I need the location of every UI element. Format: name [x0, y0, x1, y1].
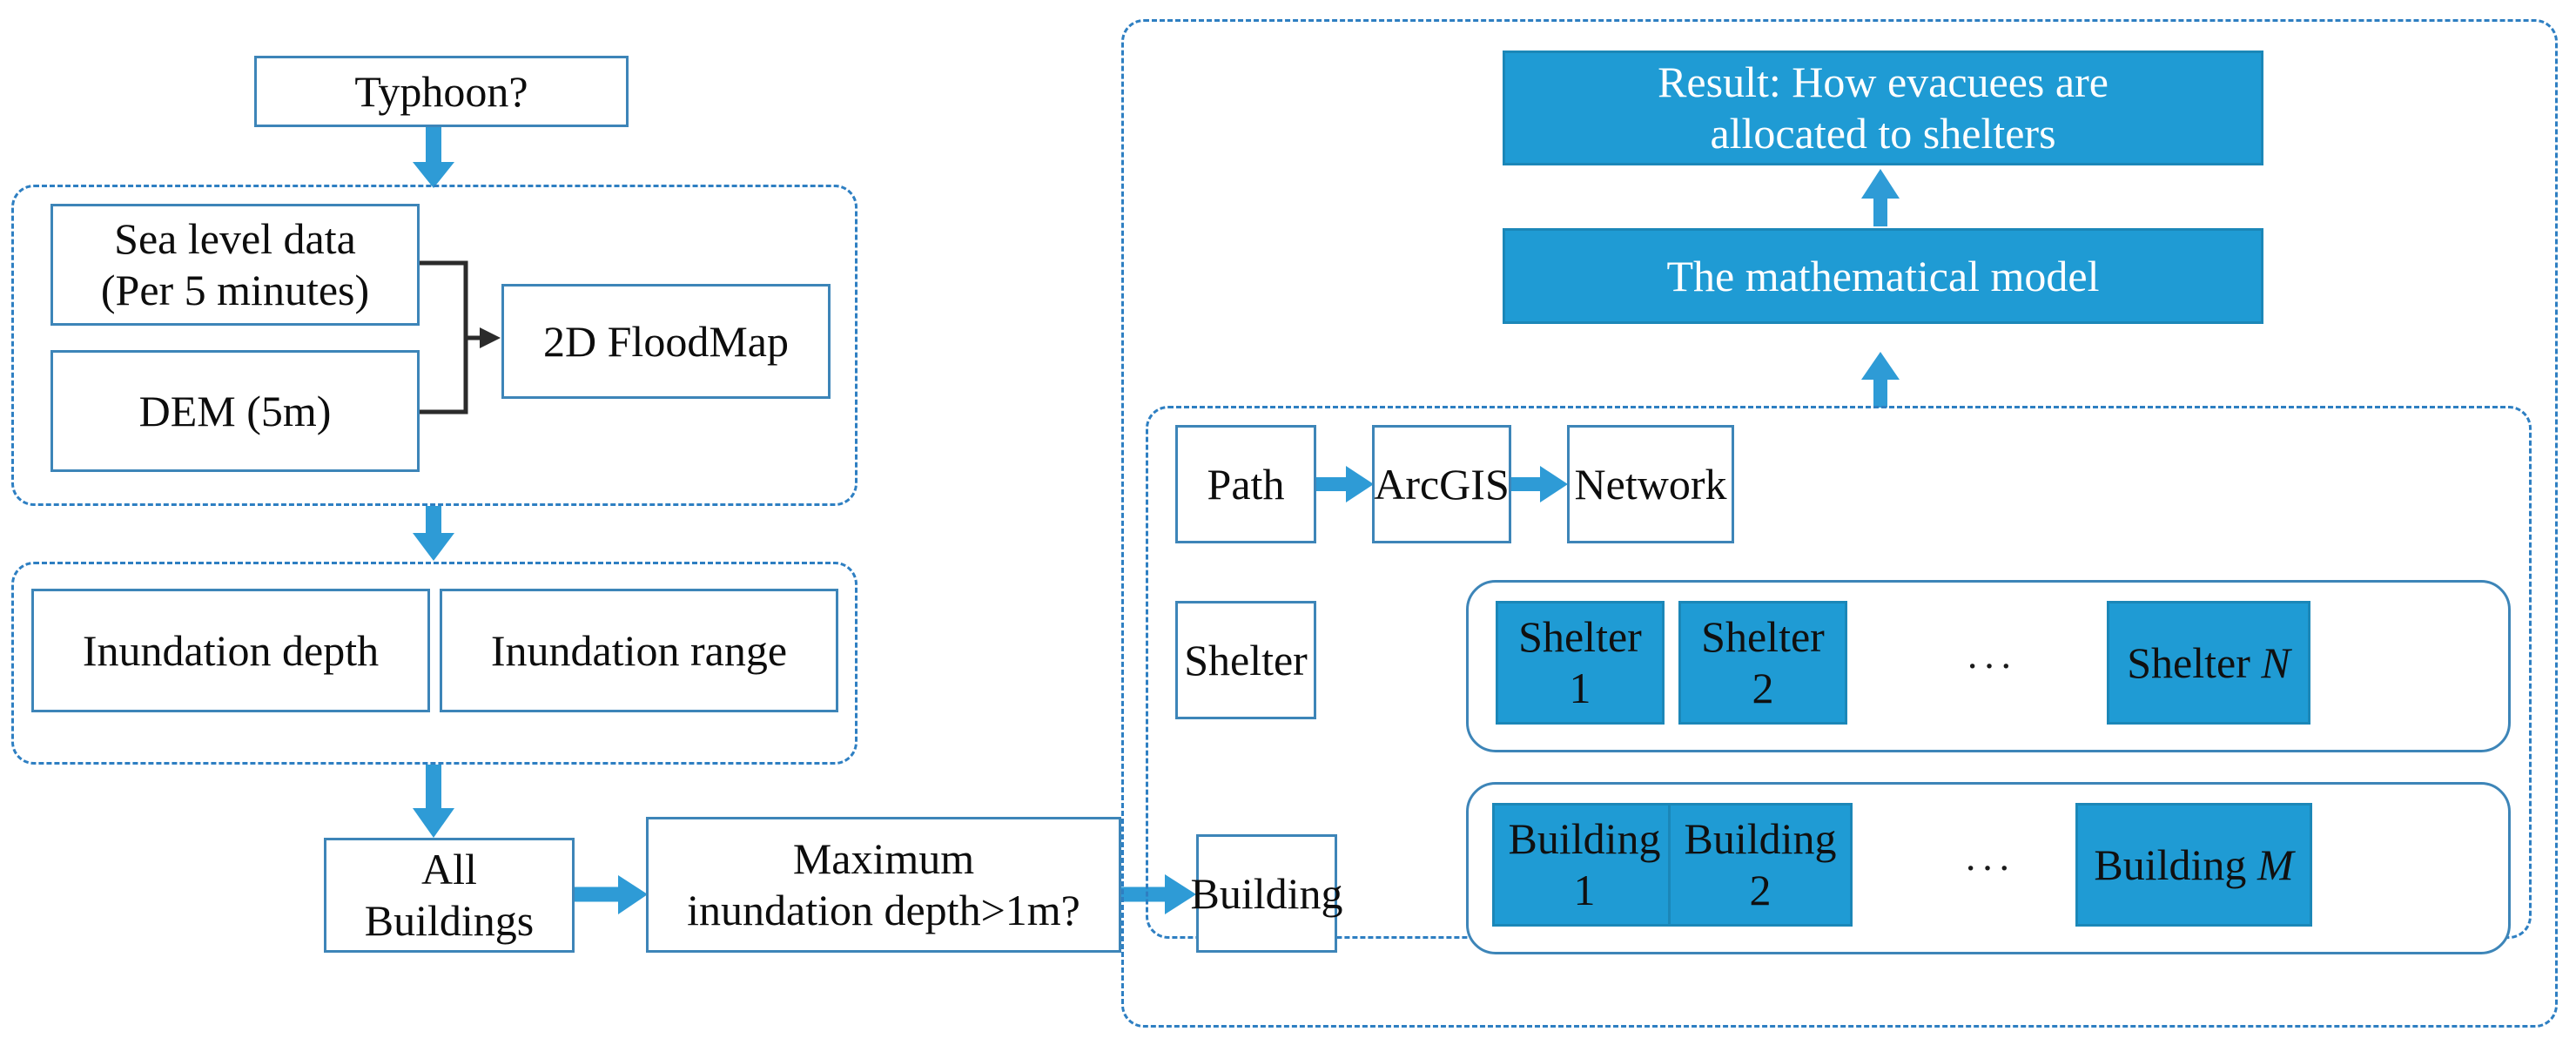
- shelter-row-ellipsis: ···: [1966, 644, 2016, 688]
- node-typhoon-label: Typhoon?: [354, 66, 528, 116]
- group-flood-simulation: [11, 185, 858, 506]
- node-inundation-range[interactable]: Inundation range: [440, 589, 838, 712]
- node-building-label[interactable]: Building: [1190, 834, 1343, 953]
- node-network[interactable]: Network: [1567, 425, 1734, 543]
- node-dem[interactable]: DEM (5m): [50, 350, 420, 472]
- node-shelter-label-text: Shelter: [1184, 635, 1308, 684]
- node-max-inundation-question[interactable]: Maximum inundation depth>1m?: [646, 817, 1121, 953]
- node-shelter-n-label: Shelter N: [2127, 637, 2290, 687]
- node-shelter-n[interactable]: Shelter N: [2107, 601, 2310, 725]
- arrow-typhoon-to-data: [413, 127, 454, 188]
- node-arcgis-label: ArcGIS: [1374, 459, 1510, 509]
- group-model: [1121, 19, 2558, 1028]
- node-building-m[interactable]: Building M: [2075, 803, 2312, 927]
- node-inundation-depth[interactable]: Inundation depth: [31, 589, 430, 712]
- node-path-label: Path: [1207, 459, 1285, 509]
- group-inundation-results: [11, 562, 858, 765]
- node-all-buildings-line1: All: [421, 845, 477, 893]
- node-shelter-2-label: Shelter 2: [1701, 612, 1825, 712]
- arrow-buildings-to-question: [575, 875, 648, 914]
- node-building-m-label: Building M: [2094, 839, 2294, 889]
- node-2d-floodmap[interactable]: 2D FloodMap: [501, 284, 831, 399]
- node-shelter-2[interactable]: Shelter 2: [1678, 601, 1847, 725]
- node-building-2[interactable]: Building 2: [1668, 803, 1853, 927]
- node-building-2-label: Building 2: [1684, 814, 1837, 914]
- node-shelter-1[interactable]: Shelter 1: [1496, 601, 1665, 725]
- node-arcgis[interactable]: ArcGIS: [1372, 425, 1511, 543]
- node-inundation-depth-label: Inundation depth: [82, 625, 380, 675]
- node-sea-level-data-line1: Sea level data: [114, 214, 356, 263]
- node-max-inundation-question-line2: inundation depth>1m?: [687, 886, 1080, 934]
- node-sea-level-data[interactable]: Sea level data (Per 5 minutes): [50, 204, 420, 326]
- node-typhoon[interactable]: Typhoon?: [254, 56, 629, 127]
- node-max-inundation-question-line1: Maximum: [792, 834, 975, 883]
- node-building-1[interactable]: Building 1: [1492, 803, 1677, 927]
- arrow-inundation-to-buildings: [413, 765, 454, 838]
- node-sea-level-data-line2: (Per 5 minutes): [100, 266, 370, 314]
- building-row-ellipsis: ···: [1964, 846, 2014, 890]
- node-shelter-label[interactable]: Shelter: [1175, 601, 1316, 719]
- node-mathematical-model-label: The mathematical model: [1666, 251, 2100, 300]
- node-dem-label: DEM (5m): [138, 386, 332, 435]
- node-inundation-range-label: Inundation range: [490, 625, 788, 675]
- node-result-line2: allocated to shelters: [1710, 109, 2056, 158]
- node-all-buildings-line2: Buildings: [364, 896, 535, 945]
- node-path[interactable]: Path: [1175, 425, 1316, 543]
- node-network-label: Network: [1574, 459, 1727, 509]
- node-building-1-label: Building 1: [1508, 814, 1661, 914]
- node-result[interactable]: Result: How evacuees are allocated to sh…: [1503, 51, 2263, 165]
- node-result-line1: Result: How evacuees are: [1658, 57, 2109, 106]
- node-2d-floodmap-label: 2D FloodMap: [543, 316, 789, 366]
- node-shelter-1-label: Shelter 1: [1518, 612, 1642, 712]
- node-mathematical-model[interactable]: The mathematical model: [1503, 228, 2263, 324]
- node-all-buildings[interactable]: All Buildings: [324, 838, 575, 953]
- arrow-data-to-inundation: [413, 506, 454, 561]
- node-building-label-text: Building: [1190, 868, 1343, 918]
